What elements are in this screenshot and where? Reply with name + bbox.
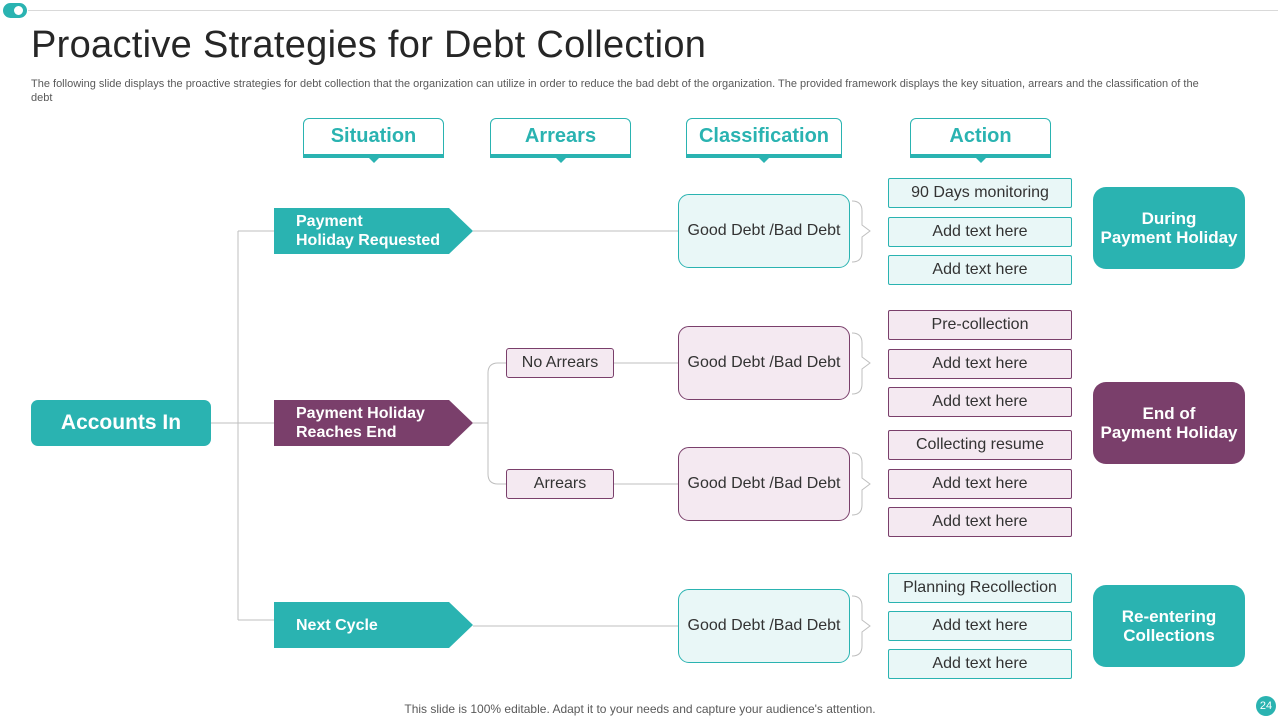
page-title: Proactive Strategies for Debt Collection [31, 24, 707, 66]
column-header-action: Action [910, 118, 1051, 163]
action-item: Pre-collection [888, 310, 1072, 340]
action-item: Add text here [888, 349, 1072, 379]
footer-note: This slide is 100% editable. Adapt it to… [404, 702, 876, 716]
action-item: Add text here [888, 217, 1072, 247]
column-header-label: Arrears [524, 125, 597, 147]
action-item: Collecting resume [888, 430, 1072, 460]
page-subtitle: The following slide displays the proacti… [31, 78, 1199, 104]
action-item: Add text here [888, 611, 1072, 641]
header-pointer-icon [975, 158, 986, 163]
classification-box: Good Debt /Bad Debt [678, 326, 850, 400]
column-header-label: Classification [698, 125, 830, 147]
column-header-label: Action [949, 125, 1012, 147]
accounts-in-box: Accounts In [31, 400, 211, 446]
situation-next-cycle: Next Cycle [274, 602, 473, 648]
phase-end-of-payment-holiday: End of Payment Holiday [1093, 382, 1245, 464]
arrears-arrears: Arrears [506, 469, 614, 499]
classification-box: Good Debt /Bad Debt [678, 194, 850, 268]
header-pointer-icon [555, 158, 566, 163]
column-header-situation: Situation [303, 118, 444, 163]
situation-payment-holiday-reaches-end: Payment Holiday Reaches End [274, 400, 473, 446]
page-number-badge: 24 [1256, 696, 1276, 716]
action-item: Add text here [888, 387, 1072, 417]
header-pointer-icon [368, 158, 379, 163]
situation-payment-holiday-requested: Payment Holiday Requested [274, 208, 473, 254]
action-item: Add text here [888, 507, 1072, 537]
action-item: Add text here [888, 469, 1072, 499]
action-item: Planning Recollection [888, 573, 1072, 603]
column-header-arrears: Arrears [490, 118, 631, 163]
column-header-label: Situation [330, 125, 417, 147]
toggle-knob-icon [12, 4, 25, 17]
phase-during-payment-holiday: During Payment Holiday [1093, 187, 1245, 269]
header-pointer-icon [759, 158, 769, 163]
classification-box: Good Debt /Bad Debt [678, 447, 850, 521]
phase-re-entering-collections: Re-entering Collections [1093, 585, 1245, 667]
top-divider [28, 10, 1278, 11]
action-item: Add text here [888, 649, 1072, 679]
action-item: Add text here [888, 255, 1072, 285]
arrears-no-arrears: No Arrears [506, 348, 614, 378]
column-header-classification: Classification [686, 118, 842, 163]
action-item: 90 Days monitoring [888, 178, 1072, 208]
classification-box: Good Debt /Bad Debt [678, 589, 850, 663]
